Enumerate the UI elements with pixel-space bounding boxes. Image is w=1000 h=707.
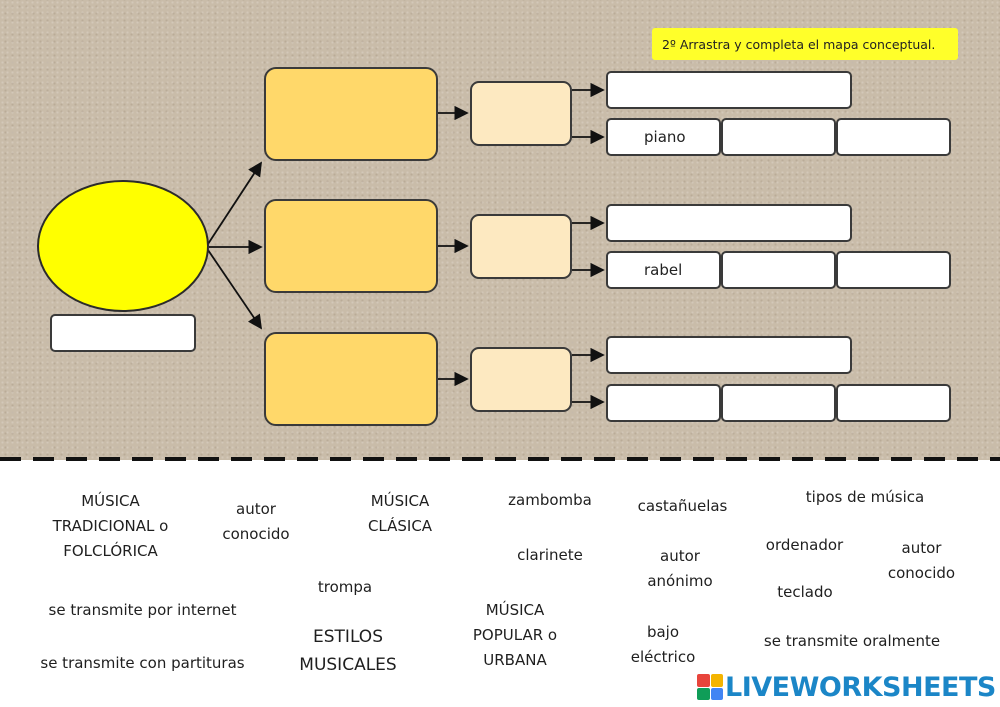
- word-se-transmite-oralmente[interactable]: se transmite oralmente: [763, 632, 941, 650]
- drop-box-row1-instrument-3[interactable]: [836, 118, 951, 156]
- word-autor-anonimo[interactable]: autor anónimo: [647, 547, 713, 590]
- feature-box-2[interactable]: [470, 214, 572, 279]
- word-bajo-electrico[interactable]: bajo eléctrico: [630, 623, 696, 666]
- instruction-banner: 2º Arrastra y completa el mapa conceptua…: [652, 28, 958, 60]
- liveworksheets-logo-text: LIVEWORKSHEETS: [725, 671, 996, 703]
- drop-box-row2-instrument-1[interactable]: rabel: [606, 251, 721, 289]
- liveworksheets-logo: LIVEWORKSHEETS: [697, 671, 996, 703]
- category-box-1[interactable]: [264, 67, 438, 161]
- word-tipos-de-musica[interactable]: tipos de música: [805, 488, 925, 506]
- word-musica-tradicional[interactable]: MÚSICA TRADICIONAL o FOLCLÓRICA: [52, 492, 169, 560]
- word-trompa[interactable]: trompa: [317, 578, 373, 596]
- word-estilos-musicales[interactable]: ESTILOS MUSICALES: [299, 627, 397, 675]
- word-autor-conocido-2[interactable]: autor conocido: [887, 539, 956, 582]
- concept-map-area: 2º Arrastra y completa el mapa conceptua…: [0, 0, 1000, 460]
- feature-box-1[interactable]: [470, 81, 572, 146]
- word-zambomba[interactable]: zambomba: [508, 491, 592, 509]
- word-autor-conocido-1[interactable]: autor conocido: [222, 500, 290, 543]
- word-musica-popular[interactable]: MÚSICA POPULAR o URBANA: [472, 601, 558, 669]
- connector-arrows: [207, 82, 605, 410]
- word-castanuelas[interactable]: castañuelas: [637, 497, 728, 515]
- word-clarinete[interactable]: clarinete: [517, 546, 583, 564]
- drop-box-row1-instrument-1[interactable]: piano: [606, 118, 721, 156]
- drop-box-row3-top[interactable]: [606, 336, 852, 374]
- drop-box-row2-instrument-3[interactable]: [836, 251, 951, 289]
- drop-box-row1-instrument-2[interactable]: [721, 118, 836, 156]
- drop-box-row2-instrument-2[interactable]: [721, 251, 836, 289]
- drop-box-main-label[interactable]: [50, 314, 196, 352]
- drop-box-row1-top[interactable]: [606, 71, 852, 109]
- arrow-oval-to-box1: [207, 161, 262, 245]
- logo-tile-blue: [710, 687, 723, 700]
- logo-tile-green: [697, 687, 710, 700]
- logo-tile-yellow: [710, 674, 723, 687]
- drop-box-row3-instrument-3[interactable]: [836, 384, 951, 422]
- drop-box-row3-instrument-1[interactable]: [606, 384, 721, 422]
- word-musica-clasica[interactable]: MÚSICA CLÁSICA: [367, 492, 433, 535]
- word-ordenador[interactable]: ordenador: [765, 536, 844, 554]
- drop-box-row2-top[interactable]: [606, 204, 852, 242]
- liveworksheets-logo-icon: [697, 674, 723, 700]
- main-concept-oval[interactable]: [37, 180, 209, 312]
- word-teclado[interactable]: teclado: [777, 583, 833, 601]
- arrow-oval-to-box3: [207, 249, 263, 330]
- category-box-3[interactable]: [264, 332, 438, 426]
- logo-tile-red: [697, 674, 710, 687]
- category-box-2[interactable]: [264, 199, 438, 293]
- word-se-transmite-internet[interactable]: se transmite por internet: [48, 601, 237, 619]
- drop-box-row3-instrument-2[interactable]: [721, 384, 836, 422]
- word-se-transmite-partituras[interactable]: se transmite con partituras: [40, 654, 245, 672]
- dashed-divider: [0, 457, 1000, 461]
- feature-box-3[interactable]: [470, 347, 572, 412]
